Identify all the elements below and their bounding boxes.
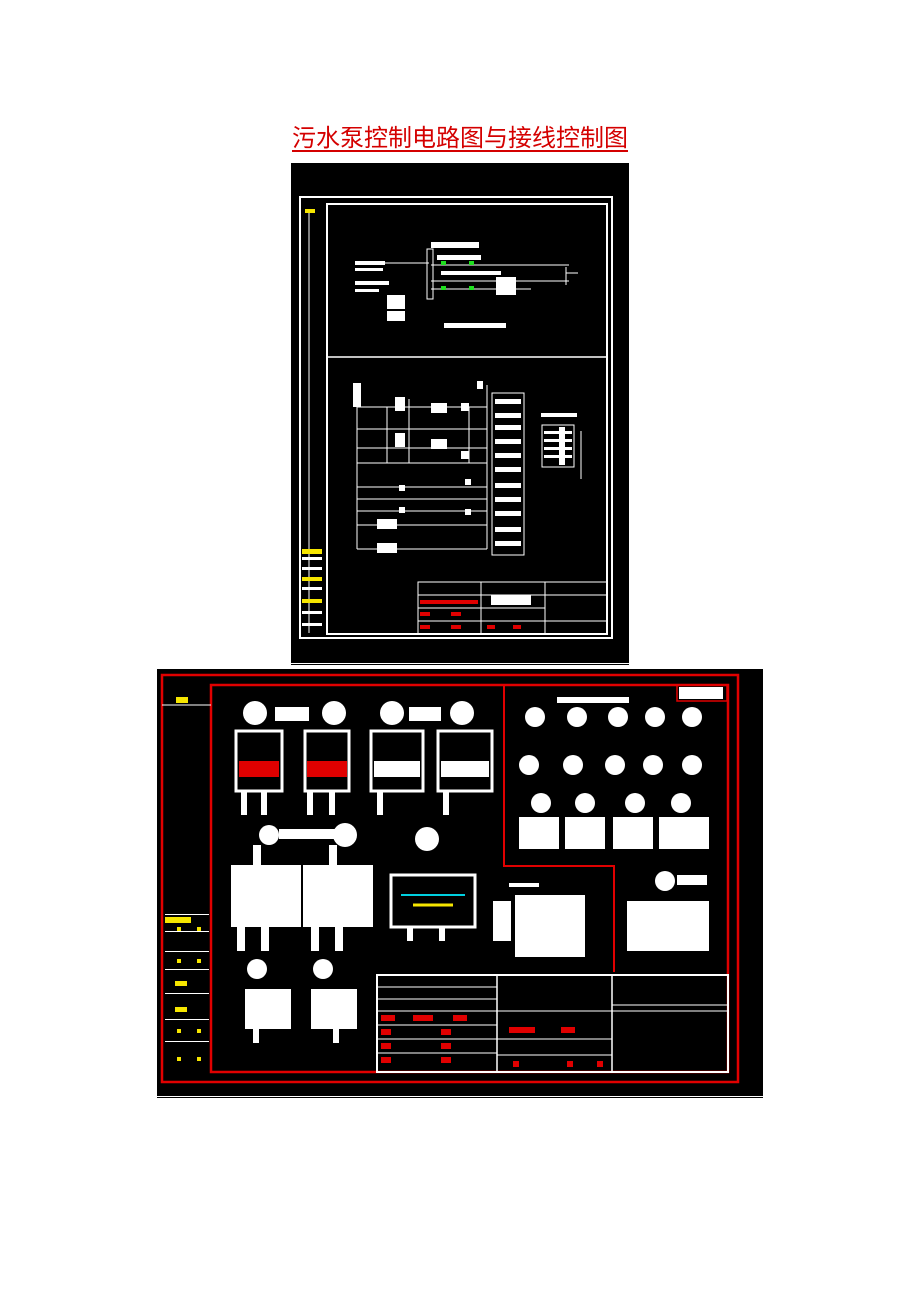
terminal-block (493, 883, 585, 957)
control-circuit-lower (353, 381, 582, 556)
indicator-lights (519, 697, 709, 951)
pump-schematic-upper (355, 242, 578, 328)
title-block (417, 581, 608, 635)
relay-module (389, 873, 477, 941)
page-title: 污水泵控制电路图与接线控制图 (292, 124, 628, 152)
small-devices (245, 959, 357, 1043)
breaker-row (234, 729, 494, 815)
contactor-group (231, 823, 439, 951)
left-strip-cells (165, 914, 209, 1061)
wiring-diagram-image (157, 669, 763, 1096)
instrument-row-top (243, 701, 474, 725)
figure-2-underline (157, 1097, 763, 1098)
figure-1-underline (291, 664, 629, 665)
drawing-title-block (376, 974, 729, 1073)
circuit-diagram-image (291, 163, 629, 663)
binding-strip-cells (302, 549, 322, 626)
